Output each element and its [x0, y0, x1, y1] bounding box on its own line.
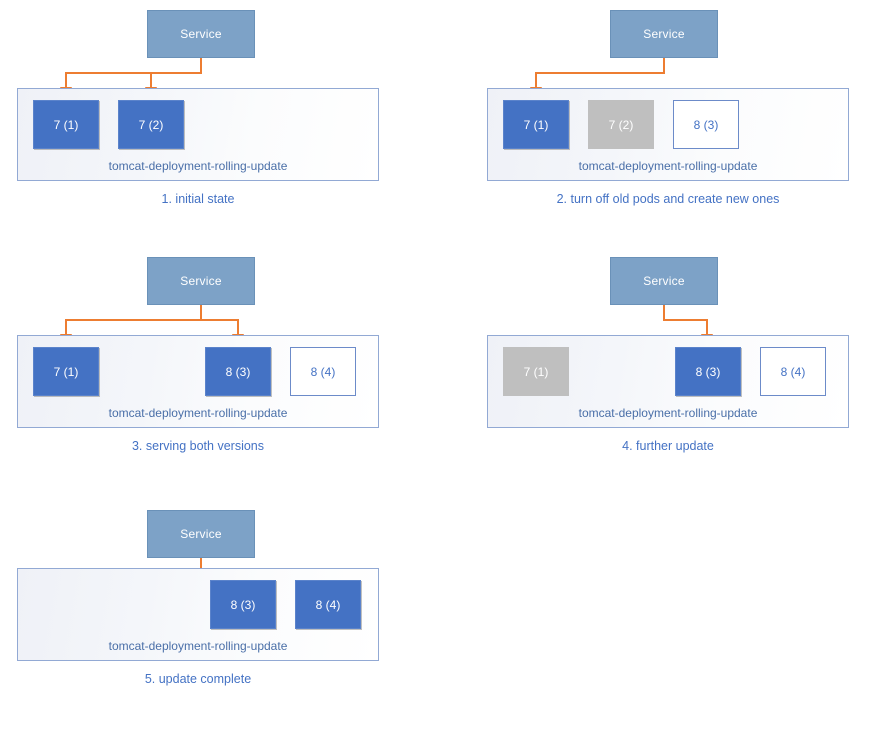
panel-initial-state: Service tomcat-deployment-rolling-update… — [0, 0, 435, 240]
pod-8-3[interactable]: 8 (3) — [675, 347, 741, 396]
service-box[interactable]: Service — [610, 10, 718, 58]
pod-7-1[interactable]: 7 (1) — [33, 347, 99, 396]
panel-caption: 1. initial state — [161, 192, 235, 206]
service-label: Service — [180, 27, 222, 41]
pod-7-1[interactable]: 7 (1) — [33, 100, 99, 149]
pod-label: 7 (2) — [138, 117, 164, 132]
pod-label: 7 (1) — [53, 117, 79, 132]
pod-label: 7 (2) — [608, 117, 634, 132]
panel-caption: 2. turn off old pods and create new ones — [556, 192, 780, 206]
service-label: Service — [180, 274, 222, 288]
service-box[interactable]: Service — [610, 257, 718, 305]
pod-label: 7 (1) — [523, 117, 549, 132]
service-label: Service — [180, 527, 222, 541]
pod-label: 8 (4) — [315, 597, 341, 612]
pod-7-1[interactable]: 7 (1) — [503, 100, 569, 149]
pod-7-2[interactable]: 7 (2) — [118, 100, 184, 149]
pod-label: 8 (4) — [780, 364, 806, 379]
panel-turn-off-old-pods: Service tomcat-deployment-rolling-update… — [435, 0, 870, 240]
panel-update-complete: Service tomcat-deployment-rolling-update… — [0, 490, 435, 730]
service-box[interactable]: Service — [147, 10, 255, 58]
service-label: Service — [643, 27, 685, 41]
pod-8-4[interactable]: 8 (4) — [295, 580, 361, 629]
pod-label: 8 (4) — [310, 364, 336, 379]
panel-caption: 4. further update — [622, 439, 714, 453]
service-label: Service — [643, 274, 685, 288]
service-box[interactable]: Service — [147, 257, 255, 305]
pod-8-3[interactable]: 8 (3) — [205, 347, 271, 396]
pod-8-3[interactable]: 8 (3) — [210, 580, 276, 629]
deployment-name-label: tomcat-deployment-rolling-update — [108, 159, 288, 173]
deployment-name-label: tomcat-deployment-rolling-update — [578, 159, 758, 173]
deployment-name-label: tomcat-deployment-rolling-update — [108, 639, 288, 653]
service-box[interactable]: Service — [147, 510, 255, 558]
panel-caption: 3. serving both versions — [131, 439, 264, 453]
panel-serving-both-versions: Service tomcat-deployment-rolling-update… — [0, 245, 435, 485]
pod-8-3[interactable]: 8 (3) — [673, 100, 739, 149]
pod-7-1[interactable]: 7 (1) — [503, 347, 569, 396]
pod-label: 7 (1) — [523, 364, 549, 379]
pod-label: 7 (1) — [53, 364, 79, 379]
panel-caption: 5. update complete — [144, 672, 252, 686]
pod-label: 8 (3) — [695, 364, 721, 379]
pod-8-4[interactable]: 8 (4) — [290, 347, 356, 396]
pod-7-2[interactable]: 7 (2) — [588, 100, 654, 149]
pod-label: 8 (3) — [693, 117, 719, 132]
pod-label: 8 (3) — [230, 597, 256, 612]
panel-further-update: Service tomcat-deployment-rolling-update… — [435, 245, 870, 485]
pod-label: 8 (3) — [225, 364, 251, 379]
deployment-name-label: tomcat-deployment-rolling-update — [108, 406, 288, 420]
deployment-name-label: tomcat-deployment-rolling-update — [578, 406, 758, 420]
pod-8-4[interactable]: 8 (4) — [760, 347, 826, 396]
